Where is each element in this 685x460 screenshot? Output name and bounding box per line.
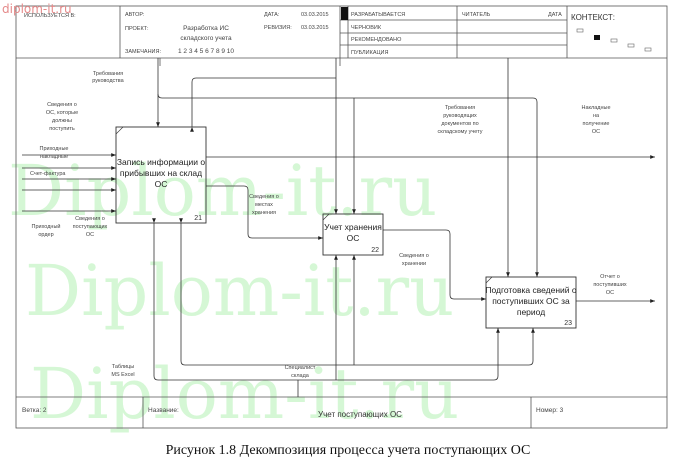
status-in-progress: РАЗРАБАТЫВАЕТСЯ bbox=[351, 12, 405, 18]
arrow-label-report: Отчет о поступивших ОС bbox=[593, 274, 627, 296]
context-label: КОНТЕКСТ: bbox=[571, 13, 615, 22]
svg-text:складскому учету: складскому учету bbox=[438, 129, 483, 135]
svg-text:склада: склада bbox=[291, 373, 310, 379]
svg-text:Diplom-it.ru: Diplom-it.ru bbox=[8, 150, 437, 232]
project-label: ПРОЕКТ: bbox=[125, 26, 149, 32]
svg-text:поступивших: поступивших bbox=[593, 282, 627, 288]
svg-text:Сведения о: Сведения о bbox=[249, 194, 279, 200]
arrow-label-receipt-waybills: Накладные на получение ОС bbox=[581, 105, 610, 135]
svg-text:поступивших ОС за: поступивших ОС за bbox=[492, 296, 570, 306]
svg-text:Diplom-it.ru: Diplom-it.ru bbox=[30, 353, 459, 435]
number-label: Номер: 3 bbox=[536, 407, 564, 414]
svg-text:хранении: хранении bbox=[402, 261, 426, 267]
svg-text:Сведения о: Сведения о bbox=[75, 216, 105, 222]
watermark: Diplom-it.ru Diplom-it.ru Diplom-it.ru bbox=[8, 150, 459, 435]
author-label: АВТОР: bbox=[125, 12, 145, 18]
arrow-label-invoice: Счет-фактура bbox=[30, 171, 66, 177]
svg-text:на: на bbox=[593, 113, 600, 119]
svg-text:Отчет о: Отчет о bbox=[600, 274, 620, 280]
project-name-line2: складского учета bbox=[180, 35, 232, 42]
svg-text:21: 21 bbox=[194, 215, 202, 222]
svg-text:Приходный: Приходный bbox=[32, 223, 61, 230]
status-draft: ЧЕРНОВИК bbox=[351, 25, 382, 31]
arrow-label-specialist: Специалист склада bbox=[285, 365, 316, 379]
svg-text:Накладные: Накладные bbox=[581, 105, 610, 111]
watermark-small: diplom-it.ru bbox=[2, 2, 72, 16]
reader-label: ЧИТАТЕЛЬ bbox=[462, 12, 491, 18]
arrow-label-incoming-assets-info: Сведения о поступающих ОС bbox=[73, 216, 108, 238]
svg-text:Таблицы: Таблицы bbox=[112, 364, 135, 370]
node-label: Ветка: 2 bbox=[22, 407, 47, 414]
date-label: ДАТА: bbox=[264, 12, 280, 18]
svg-text:поступающих: поступающих bbox=[73, 224, 108, 230]
svg-text:ордер: ордер bbox=[38, 232, 53, 238]
arrows bbox=[22, 58, 655, 397]
status-marker bbox=[341, 7, 348, 20]
arrow-label-excel: Таблицы MS Excel bbox=[111, 364, 134, 378]
svg-text:ОС: ОС bbox=[155, 179, 168, 189]
svg-text:23: 23 bbox=[564, 320, 572, 327]
activity-box-23[interactable]: Подготовка сведений о поступивших ОС за … bbox=[485, 276, 577, 329]
arrow-label-expected-assets: Сведения о ОС, которые должны поступить bbox=[46, 102, 78, 132]
diagram-title: Учет поступающих ОС bbox=[318, 410, 402, 419]
arrow-label-storage-places: Сведения о местах хранения bbox=[249, 194, 279, 216]
svg-text:MS Excel: MS Excel bbox=[111, 372, 134, 378]
svg-text:хранения: хранения bbox=[252, 210, 276, 216]
svg-text:поступить: поступить bbox=[49, 126, 75, 132]
svg-text:ОС: ОС bbox=[592, 129, 600, 135]
svg-text:Специалист: Специалист bbox=[285, 365, 316, 371]
svg-text:прибывших на склад: прибывших на склад bbox=[120, 168, 202, 178]
svg-text:Diplom-it.ru: Diplom-it.ru bbox=[25, 250, 454, 332]
status-recommended: РЕКОМЕНДОВАНО bbox=[351, 37, 402, 43]
svg-text:руководящих: руководящих bbox=[443, 113, 477, 119]
figure-caption: Рисунок 1.8 Декомпозиция процесса учета … bbox=[166, 443, 531, 458]
arrow-label-storage-info: Сведения о хранении bbox=[399, 253, 429, 267]
svg-text:руководства: руководства bbox=[92, 78, 124, 84]
notes-numbers: 1 2 3 4 5 6 7 8 9 10 bbox=[178, 48, 234, 55]
svg-text:Требования: Требования bbox=[93, 71, 123, 77]
used-in-label: ИСПОЛЬЗУЕТСЯ В: bbox=[24, 13, 76, 19]
svg-text:ОС: ОС bbox=[606, 290, 614, 296]
svg-text:Требования: Требования bbox=[445, 105, 475, 111]
svg-text:получение: получение bbox=[583, 121, 610, 127]
svg-text:период: период bbox=[517, 307, 545, 317]
arrow-label-receipt-order: Приходный ордер bbox=[32, 223, 61, 238]
svg-text:Подготовка сведений о: Подготовка сведений о bbox=[485, 285, 577, 295]
reader-date-label: ДАТА bbox=[548, 12, 562, 18]
context-map bbox=[576, 28, 652, 52]
svg-text:Приходные: Приходные bbox=[40, 146, 69, 152]
svg-text:ОС: ОС bbox=[347, 233, 360, 243]
svg-text:22: 22 bbox=[371, 247, 379, 254]
revision-value: 03.03.2015 bbox=[301, 25, 329, 31]
svg-text:местах: местах bbox=[255, 202, 273, 208]
svg-text:ОС, которые: ОС, которые bbox=[46, 110, 78, 116]
title-label: Название: bbox=[148, 407, 179, 414]
project-name-line1: Разработка ИС bbox=[183, 24, 229, 32]
svg-text:документов по: документов по bbox=[441, 121, 478, 127]
status-publication: ПУБЛИКАЦИЯ bbox=[351, 50, 389, 56]
revision-label: РЕВИЗИЯ: bbox=[264, 25, 292, 31]
svg-text:Учет хранения: Учет хранения bbox=[324, 222, 382, 232]
svg-text:ОС: ОС bbox=[86, 232, 94, 238]
diagram-frame bbox=[15, 5, 668, 429]
svg-text:накладные: накладные bbox=[40, 154, 68, 160]
arrow-label-doc-requirements: Требования руководящих документов по скл… bbox=[438, 105, 483, 135]
date-value: 03.03.2015 bbox=[301, 12, 329, 18]
svg-text:Сведения о: Сведения о bbox=[47, 102, 77, 108]
notes-label: ЗАМЕЧАНИЯ: bbox=[125, 49, 161, 55]
svg-text:Сведения о: Сведения о bbox=[399, 253, 429, 259]
svg-text:Запись информации о: Запись информации о bbox=[117, 157, 205, 167]
arrow-label-requirements-management: Требования руководства bbox=[92, 71, 124, 84]
svg-text:должны: должны bbox=[52, 118, 72, 124]
arrow-label-incoming-invoices: Приходные накладные bbox=[40, 146, 69, 160]
